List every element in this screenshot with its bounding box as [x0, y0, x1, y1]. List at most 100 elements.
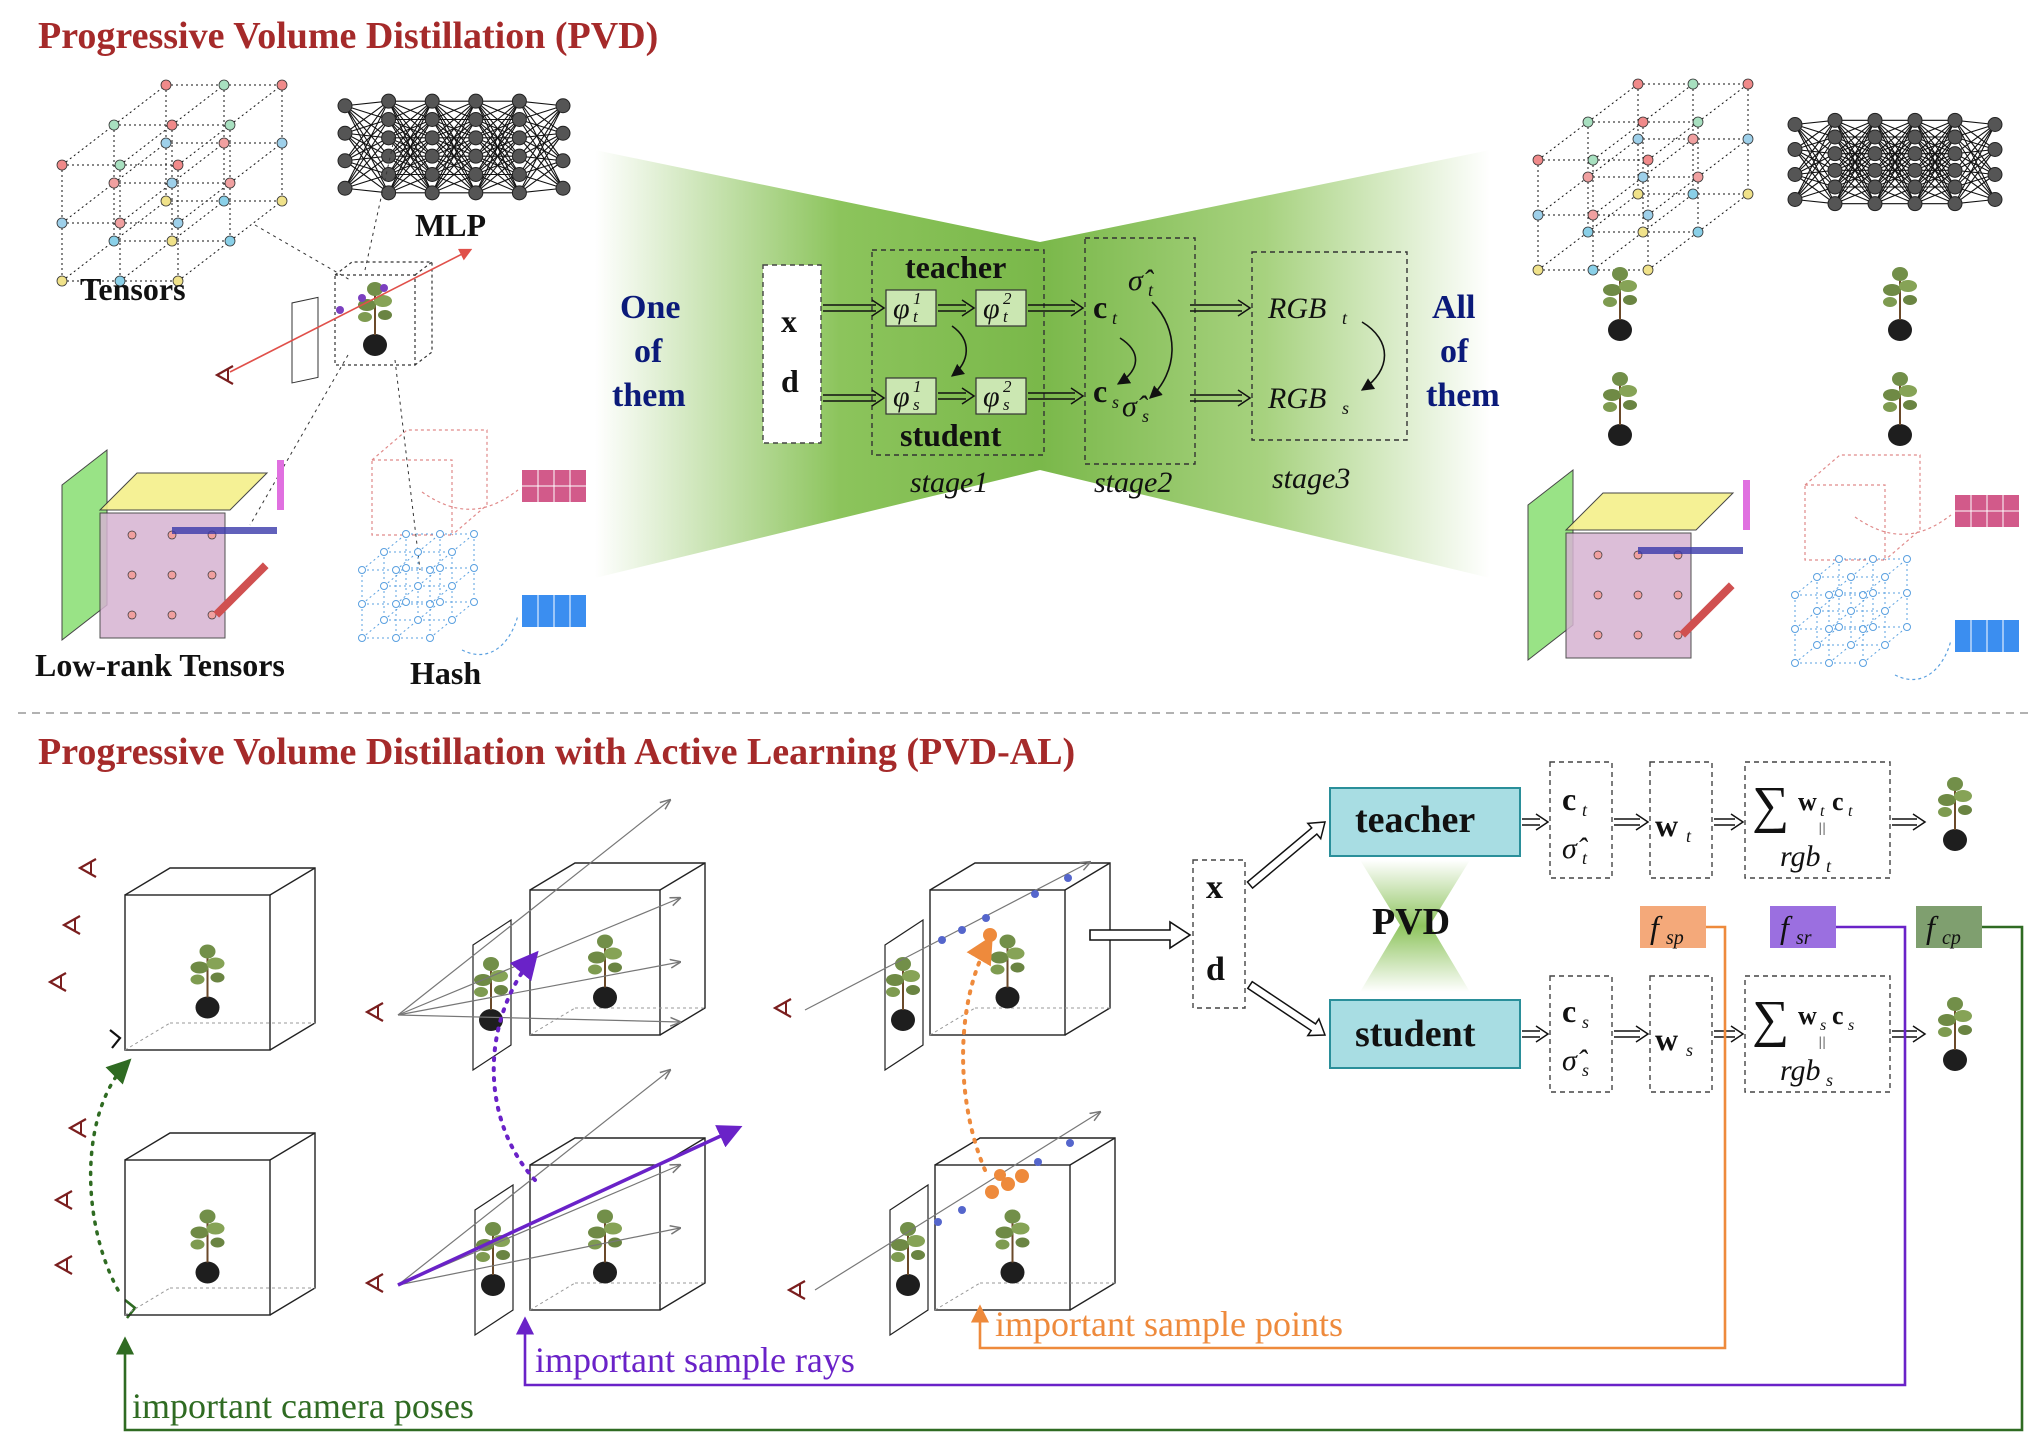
svg-text:1: 1	[913, 377, 922, 396]
svg-text:sp: sp	[1666, 927, 1684, 949]
svg-text:c: c	[1562, 993, 1576, 1029]
student-pipeline: c s σ̂ s w s ∑ w s c s || rgb s	[1549, 975, 1973, 1093]
svg-text:d: d	[1206, 951, 1225, 988]
flow-arrow-to-input	[1089, 920, 1192, 950]
svg-text:of: of	[1440, 333, 1469, 370]
input-split-arrows	[1246, 821, 1327, 1037]
svg-text:2: 2	[1003, 289, 1012, 308]
svg-text:φ: φ	[983, 380, 1000, 413]
svg-text:s: s	[1582, 1012, 1589, 1032]
plant-icons-right	[1602, 266, 1918, 447]
pvd-title: Progressive Volume Distillation (PVD)	[38, 15, 658, 57]
stage2-label: stage2	[1094, 466, 1172, 499]
svg-text:φ: φ	[983, 292, 1000, 325]
svg-text:t: t	[1582, 848, 1588, 868]
svg-text:w: w	[1798, 787, 1817, 816]
svg-text:RGB: RGB	[1267, 382, 1326, 415]
lowrank-label: Low-rank Tensors	[35, 647, 285, 683]
svg-text:t: t	[1820, 803, 1825, 820]
scene-cube-icon	[215, 134, 473, 571]
tensors-grid-icon-right	[1532, 78, 1754, 276]
svg-text:teacher: teacher	[905, 249, 1006, 285]
mlp-icon	[337, 93, 571, 201]
svg-text:2: 2	[1003, 377, 1012, 396]
svg-text:teacher: teacher	[1355, 799, 1475, 841]
f-sr-badge: f sr	[1770, 906, 1836, 949]
sample-points-panel	[773, 862, 1100, 1301]
svg-text:w: w	[1798, 1001, 1817, 1030]
svg-text:t: t	[913, 307, 919, 326]
svg-text:t: t	[1848, 803, 1853, 820]
pvdal-title: Progressive Volume Distillation with Act…	[38, 731, 1075, 773]
svg-text:s: s	[1686, 1040, 1693, 1060]
svg-text:w: w	[1655, 1021, 1678, 1057]
f-sp-badge: f sp	[1640, 906, 1706, 949]
all-of-them-text: All of them	[1426, 289, 1500, 414]
svg-text:them: them	[612, 377, 686, 414]
feedback-lines	[115, 925, 2024, 1432]
important-camera-poses-label: important camera poses	[132, 1386, 474, 1426]
svg-text:s: s	[1342, 398, 1349, 418]
svg-text:s: s	[1003, 395, 1010, 414]
hash-label: Hash	[410, 655, 481, 691]
svg-text:||: ||	[1818, 821, 1826, 836]
svg-text:s: s	[1826, 1070, 1833, 1090]
svg-text:sr: sr	[1796, 927, 1812, 949]
hash-grid-icon-right	[1791, 454, 2019, 681]
svg-text:t: t	[1686, 826, 1692, 846]
svg-text:cp: cp	[1942, 927, 1961, 949]
svg-text:t: t	[1148, 280, 1154, 300]
svg-text:φ: φ	[893, 380, 910, 413]
svg-text:d: d	[781, 363, 799, 399]
svg-text:t: t	[1112, 308, 1118, 328]
svg-text:x: x	[781, 303, 797, 339]
top-flow-arrows	[823, 299, 1252, 407]
svg-text:c: c	[1832, 787, 1844, 816]
svg-text:rgb: rgb	[1780, 1054, 1821, 1087]
input-box-bottom: x d	[1192, 859, 1246, 1009]
f-cp-badge: f cp	[1916, 906, 1982, 949]
important-sample-rays-label: important sample rays	[535, 1340, 855, 1380]
svg-text:||: ||	[1818, 1035, 1826, 1050]
stage2-box: c t σ̂ t c s σ̂ s	[1084, 237, 1196, 465]
student-box: student	[1329, 999, 1521, 1069]
camera-poses-column	[48, 857, 137, 1319]
mlp-label: MLP	[415, 207, 486, 243]
scene-cubes-bottom	[124, 862, 1116, 1337]
svg-text:student: student	[1355, 1013, 1476, 1055]
svg-text:s: s	[1820, 1017, 1826, 1034]
svg-text:t: t	[1342, 308, 1348, 328]
distillation-band	[595, 150, 1490, 578]
tensors-label: Tensors	[80, 271, 186, 307]
stage3-label: stage3	[1272, 462, 1350, 495]
teacher-box: teacher	[1329, 787, 1521, 857]
pvd-label: PVD	[1372, 901, 1450, 943]
svg-text:s: s	[1848, 1017, 1854, 1034]
svg-text:t: t	[1582, 800, 1588, 820]
svg-text:1: 1	[913, 289, 922, 308]
svg-text:them: them	[1426, 377, 1500, 414]
svg-text:c: c	[1832, 1001, 1844, 1030]
svg-text:x: x	[1206, 869, 1223, 906]
important-sample-points-label: important sample points	[995, 1304, 1343, 1344]
svg-text:RGB: RGB	[1267, 292, 1326, 325]
low-rank-tensors-icon	[61, 448, 284, 642]
svg-text:student: student	[900, 417, 1002, 453]
svg-text:t: t	[1826, 856, 1832, 876]
svg-text:s: s	[1142, 406, 1149, 426]
svg-text:∑: ∑	[1752, 991, 1789, 1048]
pipeline-arrows	[1522, 813, 1927, 1043]
stage3-box: RGB t RGB s	[1251, 251, 1408, 441]
low-rank-tensors-icon-right	[1527, 468, 1750, 662]
hash-grid-icon	[358, 429, 586, 656]
svg-text:of: of	[634, 333, 663, 370]
svg-text:s: s	[1112, 392, 1119, 412]
svg-text:φ: φ	[893, 292, 910, 325]
svg-text:rgb: rgb	[1780, 840, 1821, 873]
svg-text:c: c	[1093, 373, 1107, 409]
svg-text:c: c	[1562, 781, 1576, 817]
input-box-top: x d	[762, 264, 822, 444]
sample-rays-panel	[365, 800, 743, 1294]
